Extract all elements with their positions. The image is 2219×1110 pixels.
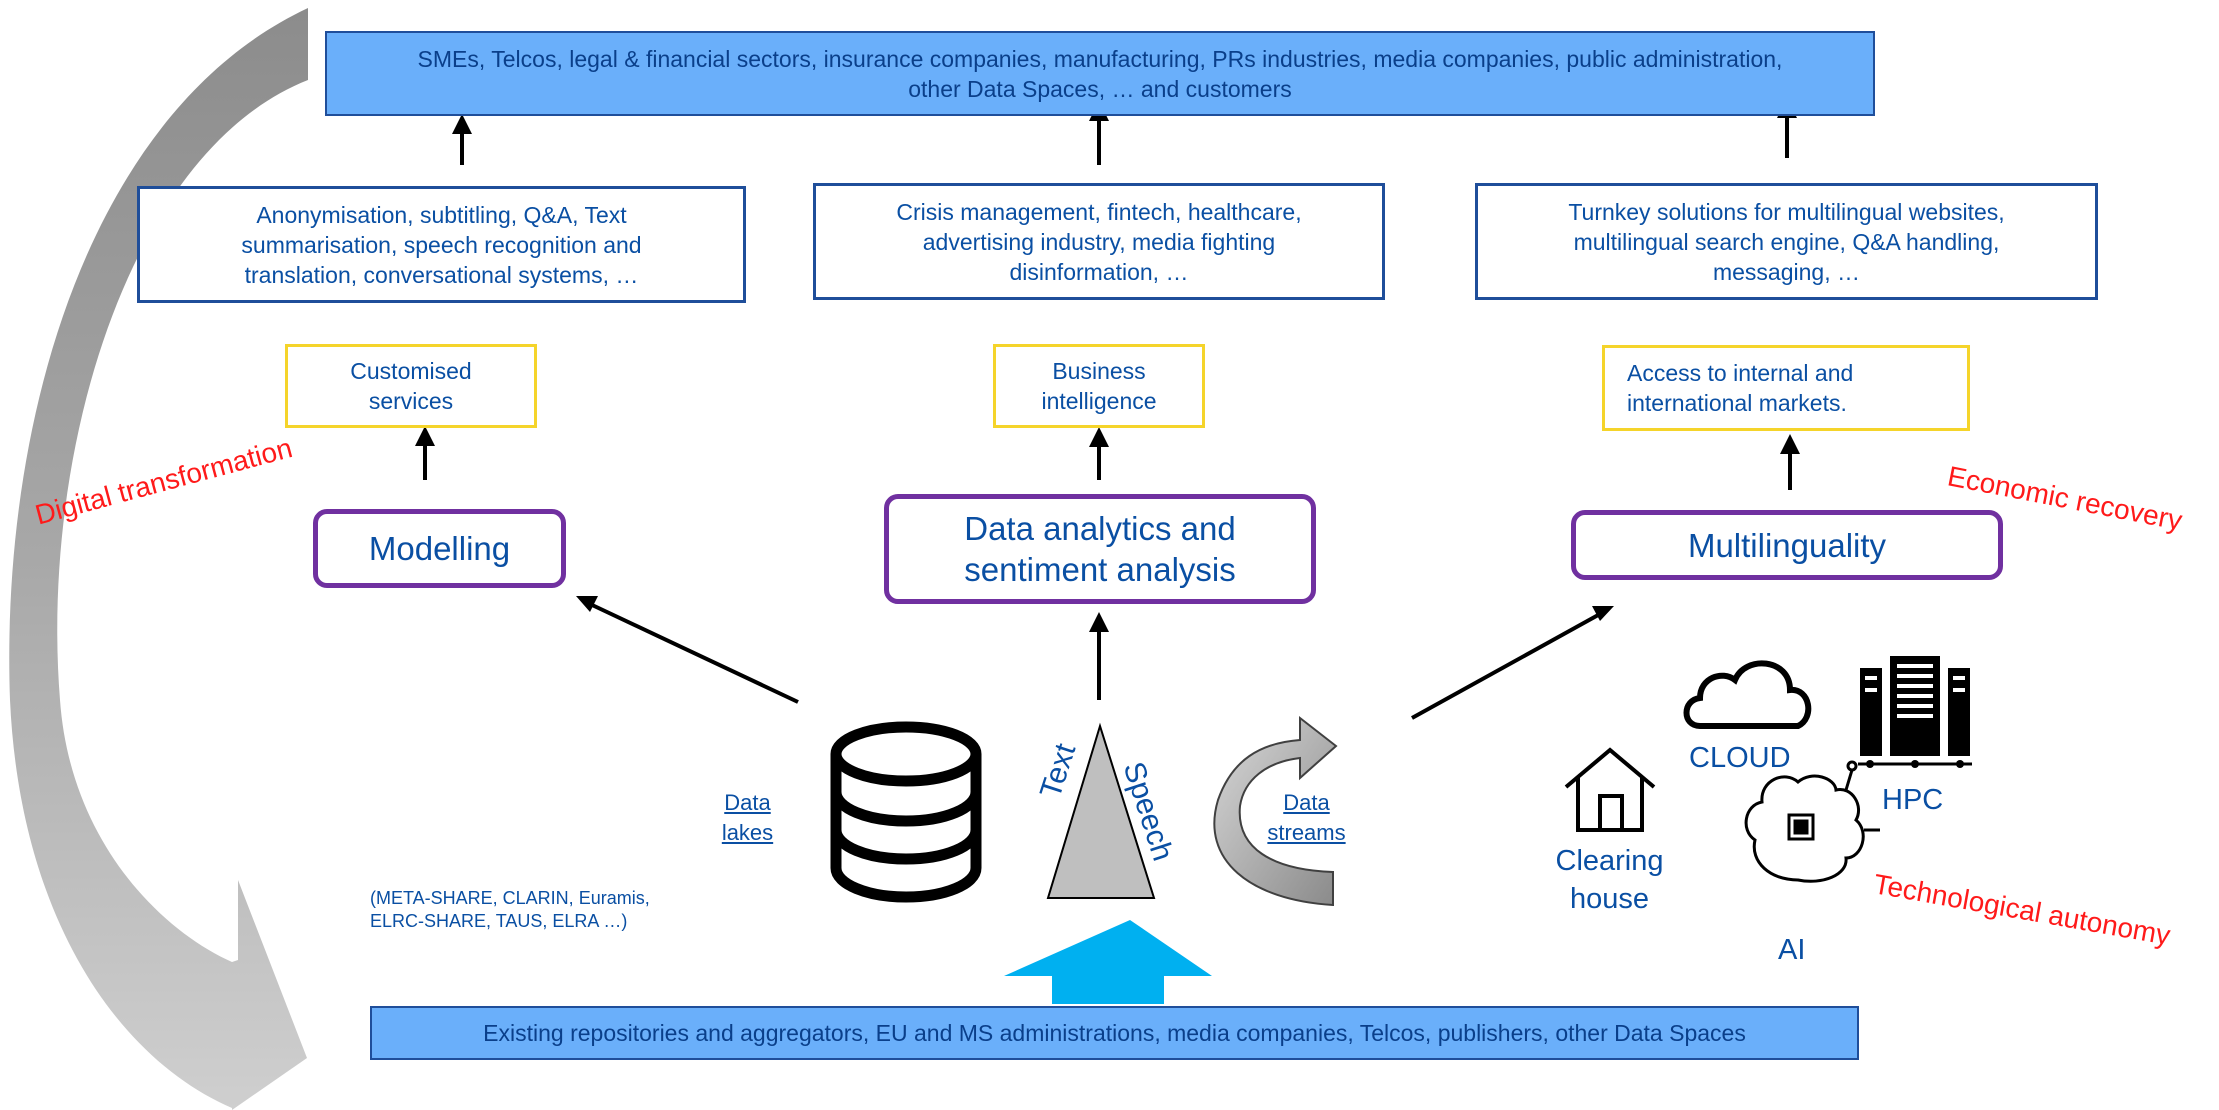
customers-box: SMEs, Telcos, legal & financial sectors,… (325, 31, 1875, 116)
applications-box-right: Turnkey solutions for multilingual websi… (1475, 183, 2098, 300)
cycle-arrow (9, 8, 308, 1110)
hpc-label: HPC (1882, 784, 1944, 816)
value-box-left: Customised services (285, 344, 537, 428)
value-box-right: Access to internal and international mar… (1602, 345, 1970, 431)
sources-box: Existing repositories and aggregators, E… (370, 1006, 1859, 1060)
capability-data-analytics: Data analytics and sentiment analysis (884, 494, 1316, 604)
house-icon (1564, 747, 1656, 832)
capability-modelling: Modelling (313, 509, 566, 588)
curved-arrow-icon (1213, 715, 1338, 907)
triangle-icon (1046, 722, 1156, 899)
repositories-list: (META-SHARE, CLARIN, Euramis, ELRC-SHARE… (370, 888, 650, 931)
database-icon (830, 721, 982, 903)
arrows-to-capabilities (589, 602, 1601, 720)
clearing-house-label: Clearing house (1555, 845, 1664, 915)
applications-box-middle: Crisis management, fintech, healthcare, … (813, 183, 1385, 300)
arrows-to-customers (460, 115, 1789, 165)
arrow-heads-value (415, 426, 1800, 454)
applications-box-left: Anonymisation, subtitling, Q&A, Text sum… (137, 186, 746, 303)
arrows-to-value (423, 445, 1792, 490)
ai-label: AI (1778, 934, 1806, 966)
value-box-middle: Business intelligence (993, 344, 1205, 428)
upload-arrow (1004, 920, 1212, 1004)
server-rack-icon (1858, 656, 1972, 768)
capability-multilinguality: Multilinguality (1571, 510, 2003, 580)
brain-chip-icon (1744, 760, 1880, 883)
arrow-heads-capabilities (576, 596, 1614, 632)
data-streams-link[interactable]: Data streams (1267, 790, 1346, 845)
data-lakes-link[interactable]: Data lakes (721, 790, 774, 845)
cloud-label: CLOUD (1689, 742, 1791, 774)
cloud-icon (1683, 660, 1812, 729)
